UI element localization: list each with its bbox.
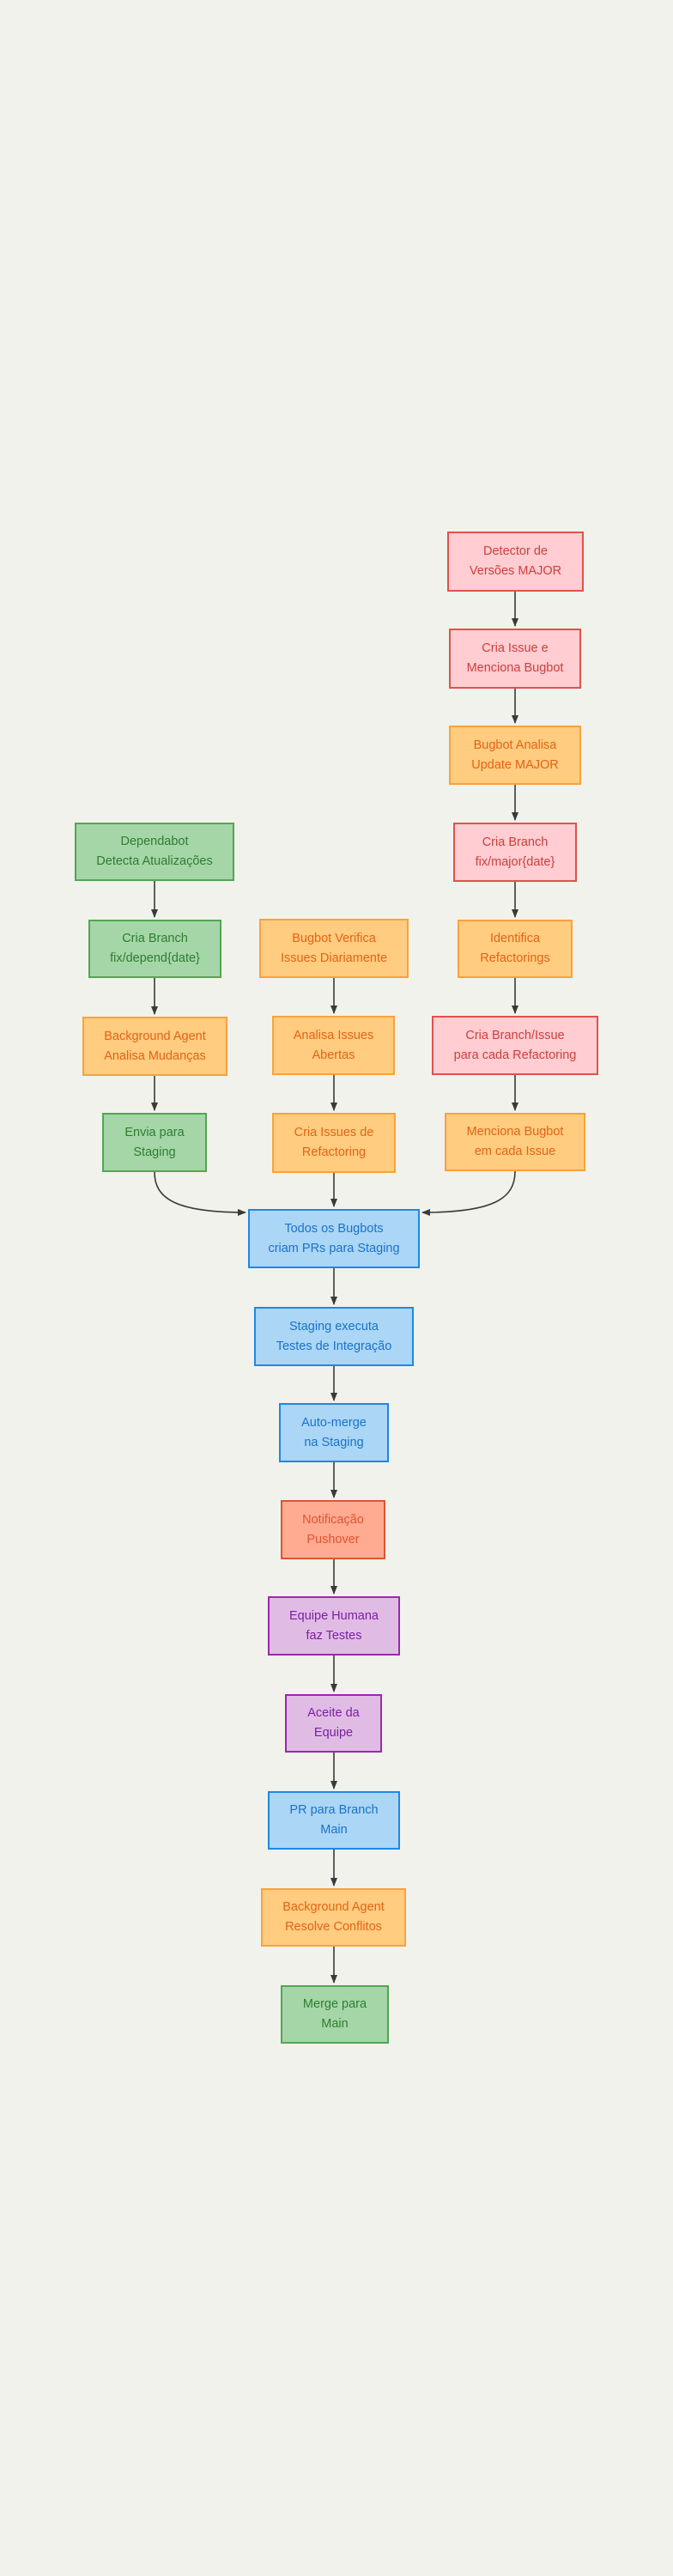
node-equipe-humana-testes: Equipe Humana faz Testes (268, 1596, 400, 1656)
node-auto-merge-staging: Auto-merge na Staging (279, 1403, 389, 1462)
node-dependabot-detecta: Dependabot Detecta Atualizações (75, 823, 234, 881)
node-cria-branch-fix-major: Cria Branch fix/major{date} (453, 823, 577, 882)
node-analisa-issues-abertas: Analisa Issues Abertas (272, 1016, 395, 1075)
node-todos-bugbots-prs-staging: Todos os Bugbots criam PRs para Staging (248, 1209, 420, 1268)
node-cria-branch-issue-refactoring: Cria Branch/Issue para cada Refactoring (432, 1016, 598, 1075)
arrow-envia-staging-to-todos-bugbots (154, 1171, 246, 1216)
node-merge-para-main: Merge para Main (281, 1985, 389, 2044)
node-envia-para-staging: Envia para Staging (102, 1113, 207, 1172)
node-bugbot-analisa-update-major: Bugbot Analisa Update MAJOR (449, 726, 581, 785)
node-background-agent-analisa: Background Agent Analisa Mudanças (82, 1017, 227, 1076)
node-cria-issues-refactoring: Cria Issues de Refactoring (272, 1113, 396, 1173)
node-bugbot-verifica-issues: Bugbot Verifica Issues Diariamente (259, 919, 409, 978)
arrow-menciona-to-todos-bugbots (421, 1170, 516, 1216)
node-cria-issue-menciona-bugbot: Cria Issue e Menciona Bugbot (449, 629, 581, 689)
node-pr-para-branch-main: PR para Branch Main (268, 1791, 400, 1850)
node-notificacao-pushover: Notificação Pushover (281, 1500, 385, 1559)
node-staging-executa-testes: Staging executa Testes de Integração (254, 1307, 414, 1366)
node-cria-branch-fix-depend: Cria Branch fix/depend{date} (88, 920, 221, 978)
node-detector-versoes-major: Detector de Versões MAJOR (447, 532, 584, 592)
node-aceite-da-equipe: Aceite da Equipe (285, 1694, 382, 1753)
node-menciona-bugbot-cada-issue: Menciona Bugbot em cada Issue (445, 1113, 585, 1171)
node-identifica-refactorings: Identifica Refactorings (458, 920, 573, 978)
node-background-agent-resolve: Background Agent Resolve Conflitos (261, 1888, 406, 1947)
